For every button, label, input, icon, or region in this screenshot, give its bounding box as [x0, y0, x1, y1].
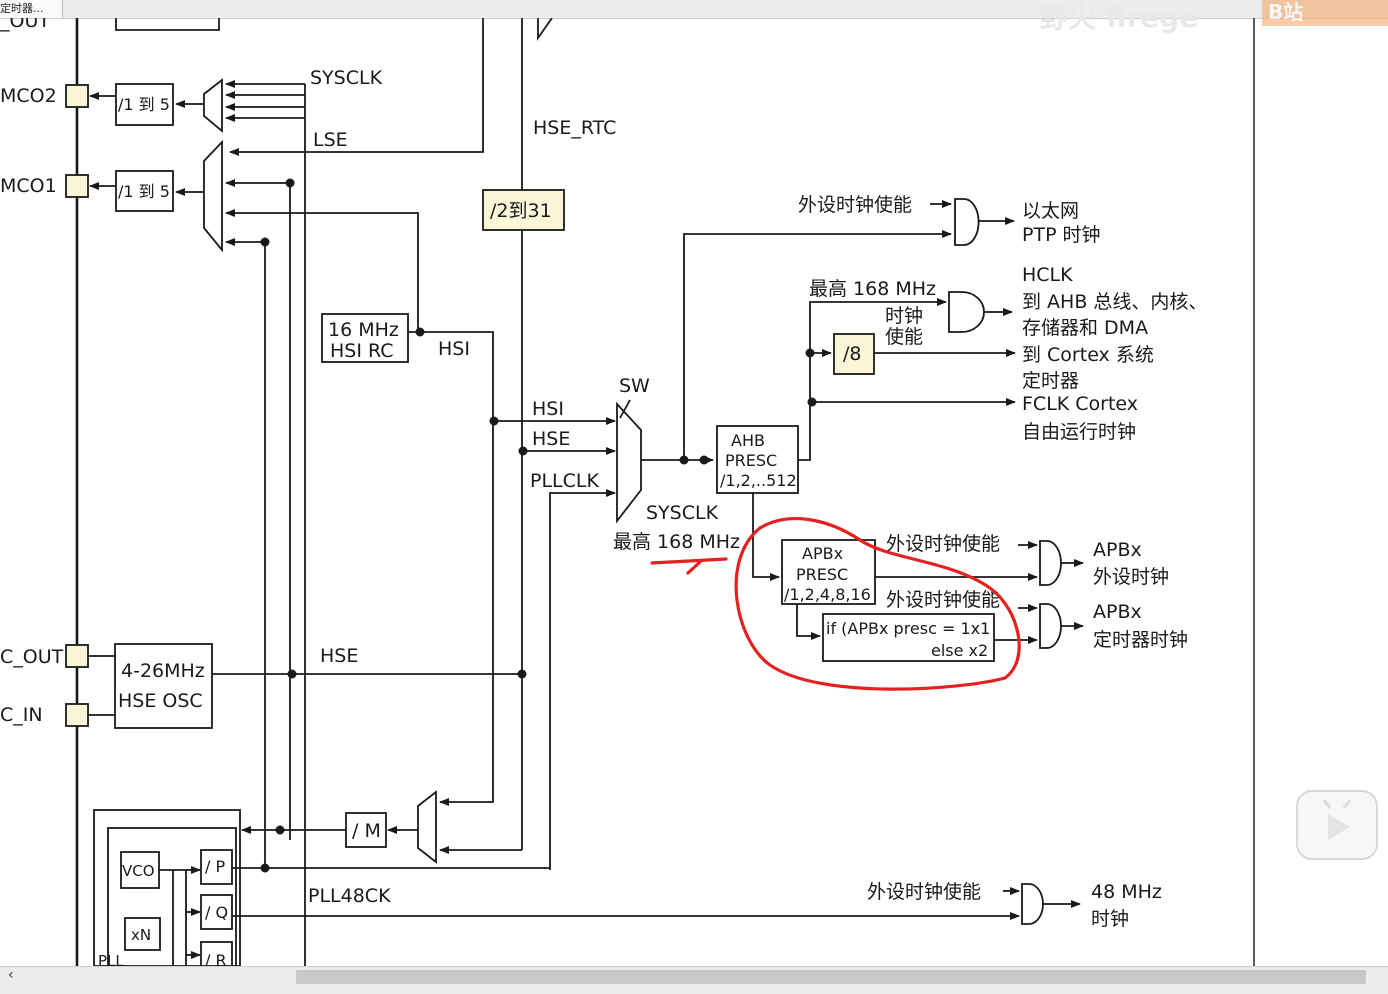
usb-out-line2: 时钟	[1091, 908, 1129, 930]
label-lse: LSE	[313, 129, 348, 151]
site-logo: B站	[1262, 0, 1388, 26]
hsi-rc-line2: HSI RC	[330, 340, 394, 362]
label-div-rtc: /2到31	[490, 200, 552, 222]
apb-periph-line1: APBx	[1093, 539, 1142, 561]
label-sysclk-max: 最高 168 MHz	[613, 531, 740, 553]
label-sw: SW	[619, 375, 650, 397]
label-hclk-max: 最高 168 MHz	[809, 278, 936, 300]
label-div-p: / P	[205, 857, 225, 876]
ahb-line1: AHB	[731, 431, 765, 450]
label-div-mco2: /1 到 5	[118, 95, 170, 114]
apb-line1: APBx	[802, 544, 843, 563]
horizontal-scrollbar[interactable]: ‹	[0, 966, 1388, 994]
label-pll48ck: PLL48CK	[308, 885, 391, 907]
pin-mco2: MCO2	[0, 85, 57, 107]
apb-line3: /1,2,4,8,16	[784, 585, 871, 604]
top-partial-label: _OUT	[0, 18, 50, 32]
hclk-desc-line2: 存储器和 DMA	[1022, 317, 1148, 339]
label-eth-enable: 外设时钟使能	[798, 194, 912, 216]
label-div-r: / R	[205, 951, 227, 966]
label-sysclk-in: SYSCLK	[310, 67, 383, 89]
apb-line2: PRESC	[796, 565, 848, 584]
scroll-left-icon[interactable]: ‹	[8, 967, 14, 983]
apb-periph-line2: 外设时钟	[1093, 566, 1169, 588]
label-apb-enable2: 外设时钟使能	[886, 589, 1000, 611]
cortex-line1: 到 Cortex 系统	[1022, 344, 1154, 366]
label-pll-partial: PLL	[98, 952, 124, 966]
label-div-mco1: /1 到 5	[118, 182, 170, 201]
clock-tree-diagram: _OUT MCO2 MCO1 C_OUT C_IN SYSCLK LSE /1 …	[0, 18, 1255, 966]
label-hse: HSE	[320, 645, 358, 667]
label-div-q: / Q	[205, 903, 228, 922]
top-toolbar: 定时器... 野火 firege B站	[0, 0, 1388, 34]
label-hsi: HSI	[438, 338, 470, 360]
label-mux-pllclk: PLLCLK	[530, 470, 599, 492]
usb-out-line1: 48 MHz	[1091, 881, 1162, 903]
fclk-line2: 自由运行时钟	[1022, 421, 1136, 443]
pin-osc-out: C_OUT	[0, 646, 64, 668]
hsi-rc-line1: 16 MHz	[328, 319, 399, 341]
hse-osc-line2: HSE OSC	[118, 690, 203, 712]
apb-timer-line2: 定时器时钟	[1093, 629, 1188, 651]
pin-mco1: MCO1	[0, 175, 57, 197]
fclk-line1: FCLK Cortex	[1022, 393, 1138, 415]
ahb-line3: /1,2,..512	[720, 471, 797, 490]
watermark: 野火 firege	[1040, 1, 1199, 34]
label-sysclk-out: SYSCLK	[646, 502, 719, 524]
document-tab[interactable]: 定时器...	[0, 0, 63, 18]
label-mux-hsi: HSI	[532, 398, 564, 420]
eth-out-line1: 以太网	[1022, 200, 1079, 222]
ahb-line2: PRESC	[725, 451, 777, 470]
pin-osc-in: C_IN	[0, 704, 43, 726]
label-mux-hse: HSE	[532, 428, 570, 450]
cortex-line2: 定时器	[1022, 370, 1079, 392]
label-hse-rtc: HSE_RTC	[533, 117, 616, 139]
red-circle-annotation	[650, 517, 1021, 691]
label-apb-enable1: 外设时钟使能	[886, 533, 1000, 555]
apb-timer-line1: APBx	[1093, 601, 1142, 623]
label-div8: /8	[843, 343, 862, 365]
label-vco: VCO	[122, 862, 155, 880]
label-usb-enable: 外设时钟使能	[867, 881, 981, 903]
scrollbar-thumb[interactable]	[296, 970, 1366, 984]
label-xn: xN	[131, 926, 151, 944]
mult-line2: else x2	[931, 641, 988, 660]
hclk-enable-line2: 使能	[885, 326, 923, 348]
play-icon	[1322, 799, 1352, 840]
hclk-desc-line1: 到 AHB 总线、内核、	[1022, 291, 1207, 313]
play-button[interactable]	[1296, 790, 1378, 860]
hclk-enable-line1: 时钟	[885, 305, 923, 327]
eth-out-line2: PTP 时钟	[1022, 224, 1101, 246]
hse-osc-line1: 4-26MHz	[121, 660, 205, 682]
mult-line1: if (APBx presc = 1x1	[826, 619, 990, 638]
label-hclk: HCLK	[1022, 264, 1073, 286]
label-div-m: / M	[352, 820, 381, 842]
